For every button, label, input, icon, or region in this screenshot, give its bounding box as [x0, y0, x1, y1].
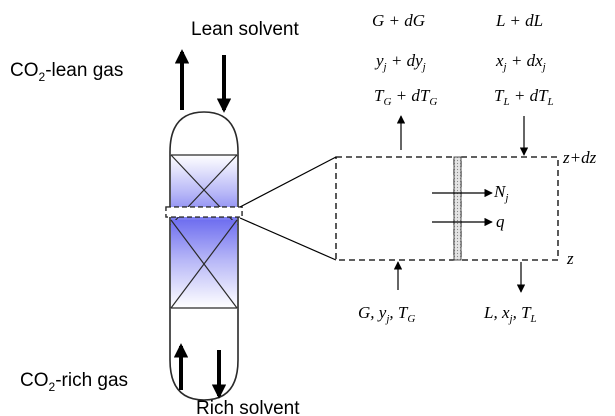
z-plus-dz-label: z+dz: [562, 148, 597, 167]
gas-out-flow-label: G + dG: [372, 11, 425, 30]
absorber-column: [165, 111, 243, 401]
interface-film: [453, 156, 462, 261]
connector-bottom: [239, 217, 337, 261]
liquid-in-composition-label: xj + dxj: [495, 51, 546, 73]
heat-flux-label: q: [496, 212, 505, 231]
liquid-out-label: L, xj, TL: [483, 303, 537, 325]
mass-flux-label: Nj: [493, 182, 508, 204]
gas-out-composition-label: yj + dyj: [374, 51, 426, 73]
lean-gas-label: CO2-lean gas: [10, 60, 123, 84]
liquid-in-flow-label: L + dL: [495, 11, 543, 30]
z-label: z: [566, 249, 574, 268]
rich-solvent-label: Rich solvent: [196, 398, 300, 416]
gas-in-label: G, yj, TG: [358, 303, 415, 325]
liquid-in-temperature-label: TL + dTL: [494, 86, 554, 108]
connector-top: [239, 156, 337, 208]
liquid-phase-box: [460, 156, 559, 261]
lean-solvent-label: Lean solvent: [191, 19, 299, 40]
gas-out-temperature-label: TG + dTG: [374, 86, 437, 108]
differential-element: [335, 156, 559, 261]
gas-phase-box: [335, 156, 455, 261]
rich-gas-label: CO2-rich gas: [20, 370, 128, 394]
